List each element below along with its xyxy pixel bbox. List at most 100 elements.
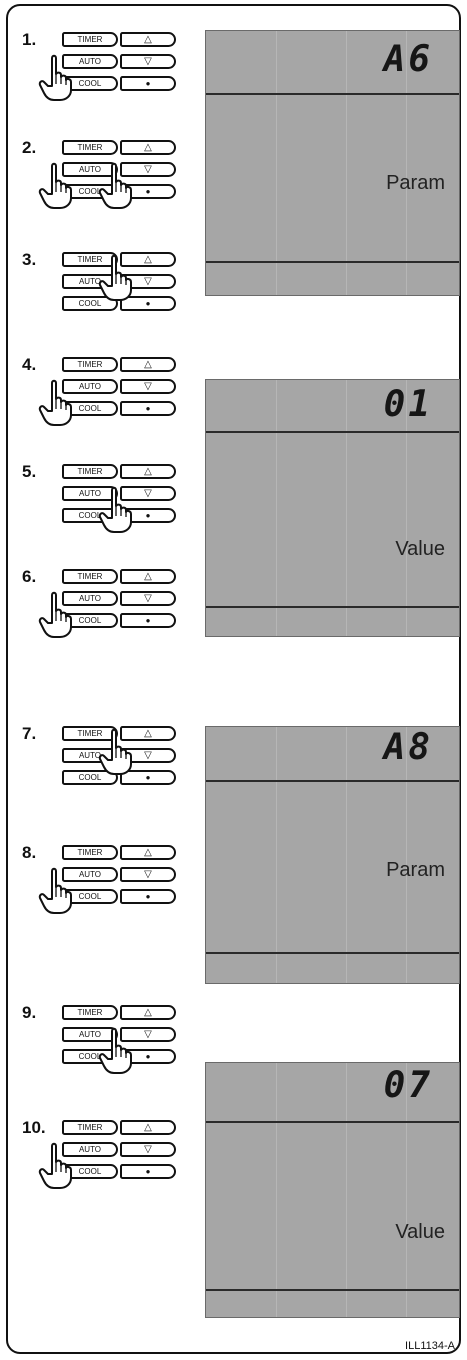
cool-key: COOL	[62, 889, 118, 904]
step-number: 8.	[22, 843, 37, 862]
down-triangle-icon: ▽	[144, 56, 152, 67]
up-key: △	[120, 140, 176, 155]
lcd-display-value: 07 Value	[205, 1062, 460, 1318]
lcd-streak	[406, 727, 407, 983]
display-readout: 01	[383, 384, 433, 425]
display-divider	[206, 952, 459, 954]
step-4: 4. TIMER△AUTO▽COOL●	[22, 355, 176, 426]
auto-key: AUTO	[62, 748, 118, 763]
drop-icon: ●	[145, 79, 151, 88]
cool-key: COOL	[62, 613, 118, 628]
lcd-streak	[406, 1063, 407, 1317]
diagram-frame	[6, 4, 461, 1354]
lcd-streak	[406, 380, 407, 636]
cool-key: COOL	[62, 508, 118, 523]
auto-key: AUTO	[62, 591, 118, 606]
up-key: △	[120, 252, 176, 267]
up-triangle-icon: △	[144, 466, 152, 477]
up-triangle-icon: △	[144, 1122, 152, 1133]
display-label: Param	[386, 859, 445, 881]
drop-key: ●	[120, 184, 176, 199]
drop-icon: ●	[145, 187, 151, 196]
up-triangle-icon: △	[144, 728, 152, 739]
down-key: ▽	[120, 591, 176, 606]
step-number: 2.	[22, 138, 37, 157]
down-triangle-icon: ▽	[144, 276, 152, 287]
cool-key: COOL	[62, 1164, 118, 1179]
up-key: △	[120, 1120, 176, 1135]
up-triangle-icon: △	[144, 571, 152, 582]
down-triangle-icon: ▽	[144, 593, 152, 604]
step-5: 5. TIMER△AUTO▽COOL●	[22, 462, 176, 533]
drop-key: ●	[120, 613, 176, 628]
display-label: Value	[395, 538, 445, 560]
display-label: Value	[395, 1221, 445, 1243]
lcd-streak	[346, 380, 347, 636]
drop-icon: ●	[145, 892, 151, 901]
timer-key: TIMER	[62, 357, 118, 372]
drop-icon: ●	[145, 1052, 151, 1061]
auto-key: AUTO	[62, 486, 118, 501]
cool-key: COOL	[62, 184, 118, 199]
lcd-streak	[346, 31, 347, 295]
down-triangle-icon: ▽	[144, 1029, 152, 1040]
step-2: 2. TIMER△AUTO▽COOL●	[22, 138, 176, 209]
lcd-streak	[276, 380, 277, 636]
down-key: ▽	[120, 1142, 176, 1157]
display-divider	[206, 93, 459, 95]
drop-key: ●	[120, 770, 176, 785]
step-3: 3. TIMER△AUTO▽COOL●	[22, 250, 176, 318]
step-number: 7.	[22, 724, 37, 743]
display-divider	[206, 431, 459, 433]
lcd-streak	[406, 31, 407, 295]
display-readout: A6	[383, 39, 433, 80]
down-triangle-icon: ▽	[144, 869, 152, 880]
down-key: ▽	[120, 867, 176, 882]
timer-key: TIMER	[62, 252, 118, 267]
drop-icon: ●	[145, 773, 151, 782]
up-key: △	[120, 32, 176, 47]
drop-icon: ●	[145, 511, 151, 520]
drop-key: ●	[120, 401, 176, 416]
up-key: △	[120, 845, 176, 860]
drop-key: ●	[120, 76, 176, 91]
down-triangle-icon: ▽	[144, 750, 152, 761]
drop-key: ●	[120, 889, 176, 904]
step-number: 3.	[22, 250, 37, 269]
display-divider	[206, 606, 459, 608]
lcd-display-param: A6 Param	[205, 30, 460, 296]
cool-key: COOL	[62, 770, 118, 785]
auto-key: AUTO	[62, 379, 118, 394]
lcd-streak	[346, 1063, 347, 1317]
up-triangle-icon: △	[144, 34, 152, 45]
down-key: ▽	[120, 54, 176, 69]
auto-key: AUTO	[62, 1027, 118, 1042]
timer-key: TIMER	[62, 464, 118, 479]
drop-icon: ●	[145, 404, 151, 413]
down-key: ▽	[120, 379, 176, 394]
cool-key: COOL	[62, 1049, 118, 1064]
down-key: ▽	[120, 274, 176, 289]
up-key: △	[120, 464, 176, 479]
display-divider	[206, 1121, 459, 1123]
down-key: ▽	[120, 748, 176, 763]
drop-key: ●	[120, 296, 176, 311]
down-key: ▽	[120, 1027, 176, 1042]
up-key: △	[120, 726, 176, 741]
down-triangle-icon: ▽	[144, 1144, 152, 1155]
auto-key: AUTO	[62, 867, 118, 882]
drop-key: ●	[120, 1164, 176, 1179]
timer-key: TIMER	[62, 1120, 118, 1135]
lcd-streak	[276, 31, 277, 295]
step-number: 1.	[22, 30, 37, 49]
step-number: 6.	[22, 567, 37, 586]
up-key: △	[120, 569, 176, 584]
display-divider	[206, 780, 459, 782]
drop-key: ●	[120, 508, 176, 523]
lcd-streak	[276, 1063, 277, 1317]
timer-key: TIMER	[62, 140, 118, 155]
down-triangle-icon: ▽	[144, 164, 152, 175]
auto-key: AUTO	[62, 274, 118, 289]
step-number: 4.	[22, 355, 37, 374]
timer-key: TIMER	[62, 726, 118, 741]
